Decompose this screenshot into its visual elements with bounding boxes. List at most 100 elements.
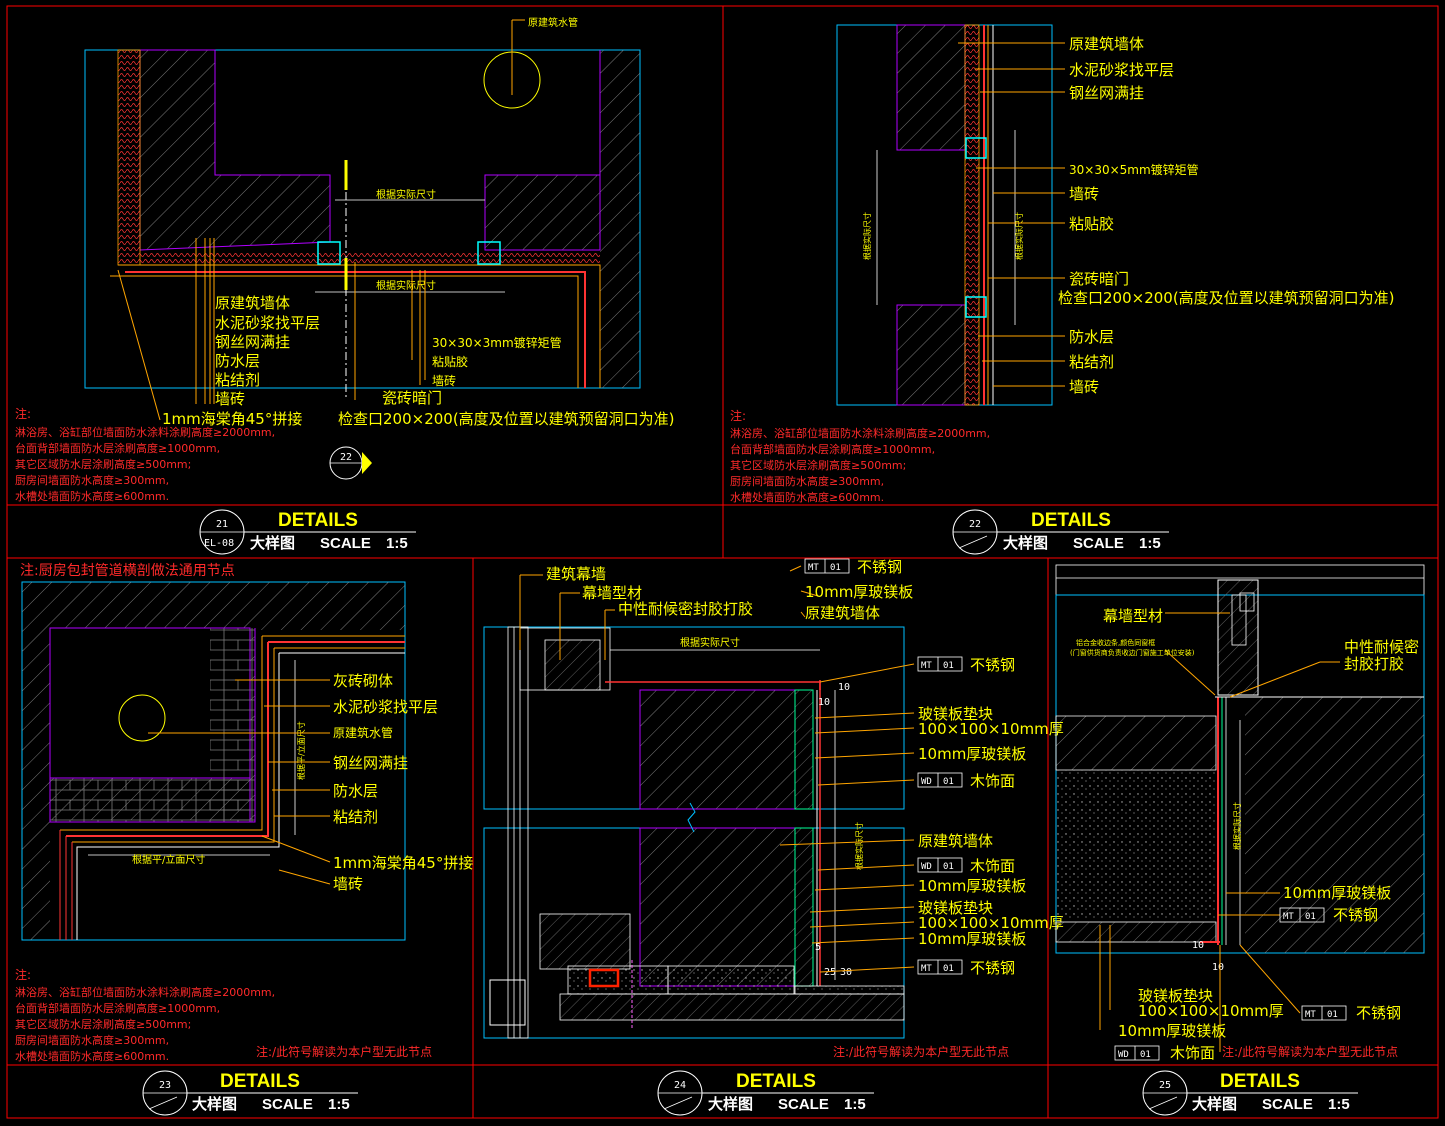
- d25-leaders: [1099, 612, 1340, 1052]
- d24-dim-a: 10: [838, 682, 850, 693]
- d25-pad-1: 玻镁板垫块: [1138, 987, 1213, 1005]
- d22-note-1: 淋浴房、浴缸部位墙面防水涂料涂刷高度≥2000mm,: [730, 426, 990, 440]
- d23-note-3: 其它区域防水层涂刷高度≥500mm;: [15, 1017, 191, 1031]
- d23-pipe-circle: [118, 694, 166, 742]
- d24-tag-code: WD: [921, 777, 932, 787]
- d22-label-4: 30×30×5mm镀锌矩管: [1069, 162, 1199, 177]
- title-scale: SCALE: [262, 1096, 313, 1113]
- detail-24: 根据实际尺寸 根据实际尺寸 10 10 5 25 30 建筑幕墙 幕墙型材 中性…: [483, 558, 1064, 1059]
- d25-footnote: 注:/此符号解读为本户型无此节点: [1222, 1044, 1398, 1059]
- d24-tag-num: 01: [830, 563, 841, 573]
- d22-label-11: 墙砖: [1069, 378, 1099, 396]
- d24-dim-top: 根据实际尺寸: [680, 636, 740, 649]
- d24-leader: [814, 727, 915, 734]
- d24-leader: [814, 884, 915, 891]
- d24-tag-num: 01: [943, 661, 954, 671]
- svg-text:WD: WD: [1118, 1050, 1129, 1060]
- svg-text:MT: MT: [1305, 1010, 1316, 1020]
- d24-tag-code: MT: [921, 661, 932, 671]
- d21-finish-left: [117, 49, 141, 266]
- d24-label-5: 玻镁板垫块: [918, 705, 993, 723]
- d24-leader: [814, 712, 915, 719]
- title-sub: 大样图: [250, 534, 295, 552]
- svg-text:MT: MT: [1283, 912, 1294, 922]
- title-ref: EL-08: [204, 538, 234, 549]
- d24-dim-e: 30: [840, 967, 852, 978]
- d21-wall-mid: [484, 174, 601, 251]
- d24-leader: [811, 937, 915, 944]
- svg-text:01: 01: [1305, 912, 1316, 922]
- d21-layer-5: 粘结剂: [215, 371, 260, 389]
- d22-label-3: 钢丝网满挂: [1069, 84, 1144, 102]
- d24-footnote: 注:/此符号解读为本户型无此节点: [833, 1044, 1009, 1059]
- d21-layer-6: 墙砖: [215, 390, 245, 408]
- d23-label-2: 水泥砂浆找平层: [333, 698, 438, 716]
- d22-label-9: 防水层: [1069, 328, 1114, 346]
- d23-leaders: [148, 679, 331, 885]
- d25-steel-1: 不锈钢: [1333, 906, 1378, 924]
- title-details: DETAILS: [736, 1071, 816, 1092]
- d21-layer-1: 原建筑墙体: [215, 294, 290, 312]
- d22-note-2: 台面背部墙面防水层涂刷高度≥1000mm,: [730, 442, 935, 456]
- d22-wall-bottom: [896, 304, 966, 406]
- d25-steel-2: 不锈钢: [1356, 1004, 1401, 1022]
- d21-note-1: 淋浴房、浴缸部位墙面防水涂料涂刷高度≥2000mm,: [15, 425, 275, 439]
- title-scale: SCALE: [778, 1096, 829, 1113]
- d24-leader: [819, 966, 915, 973]
- d24-leader: [817, 779, 915, 786]
- d24-left-label-3: 中性耐候密封胶打胶: [618, 600, 753, 618]
- d23-label-4: 钢丝网满挂: [333, 754, 408, 772]
- d22-wall-top: [896, 24, 966, 151]
- d24-dim-d: 25: [824, 967, 836, 978]
- d24-label-13: 100×100×10mm厚: [918, 914, 1064, 932]
- d23-dim-bottom: 根据平/立面尺寸: [132, 853, 205, 866]
- d21-access-label: 检查口200×200(高度及位置以建筑预留洞口为准): [338, 410, 675, 428]
- d22-note-5: 水槽处墙面防水高度≥600mm.: [730, 490, 884, 504]
- d23-note-1: 淋浴房、浴缸部位墙面防水涂料涂刷高度≥2000mm,: [15, 985, 275, 999]
- d22-label-5: 墙砖: [1069, 185, 1099, 203]
- d24-label-9: 原建筑墙体: [918, 832, 993, 850]
- d23-label-3: 原建筑水管: [333, 725, 393, 740]
- d21-note-5: 水槽处墙面防水高度≥600mm.: [15, 489, 169, 503]
- d24-left-label-2: 幕墙型材: [582, 584, 642, 602]
- title-number: 23: [159, 1080, 171, 1091]
- d24-label-8: 木饰面: [970, 772, 1015, 790]
- d25-mullion: [1217, 579, 1259, 696]
- d21-note-3: 其它区域防水层涂刷高度≥500mm;: [15, 457, 191, 471]
- d24-label-10: 木饰面: [970, 857, 1015, 875]
- d24-leader: [809, 906, 915, 913]
- d21-note-4: 厨房间墙面防水高度≥300mm,: [15, 473, 169, 487]
- d23-header-note: 注:厨房包封管道横剖做法通用节点: [20, 563, 235, 579]
- title-ratio: 1:5: [328, 1096, 350, 1113]
- d21-glue-label: 粘贴胶: [432, 354, 468, 369]
- d25-board-label: 10mm厚玻镁板: [1283, 884, 1391, 902]
- d24-left-label-1: 建筑幕墙: [546, 565, 606, 583]
- d25-seal-2: 封胶打胶: [1344, 655, 1404, 673]
- svg-text:01: 01: [1140, 1050, 1151, 1060]
- title-number: 25: [1159, 1080, 1171, 1091]
- d21-callout-num: 22: [340, 452, 352, 463]
- d21-wall-right: [600, 50, 640, 388]
- d24-label-7: 10mm厚玻镁板: [918, 745, 1026, 763]
- d24-leader: [779, 839, 915, 846]
- title-number: 21: [216, 519, 228, 530]
- d22-label-10: 粘结剂: [1069, 353, 1114, 371]
- d21-wall-left: [139, 49, 331, 251]
- title-sub: 大样图: [1003, 534, 1048, 552]
- d24-tag-code: MT: [921, 964, 932, 974]
- title-details: DETAILS: [278, 510, 358, 531]
- title-ratio: 1:5: [1328, 1096, 1350, 1113]
- d24-tag-num: 01: [943, 777, 954, 787]
- d25-dim-a: 10: [1192, 940, 1204, 951]
- d21-layer-4: 防水层: [215, 352, 260, 370]
- d24-label-11: 10mm厚玻镁板: [918, 877, 1026, 895]
- d24-left-leaders: [519, 574, 615, 660]
- svg-text:01: 01: [1327, 1010, 1338, 1020]
- title-scale: SCALE: [1262, 1096, 1313, 1113]
